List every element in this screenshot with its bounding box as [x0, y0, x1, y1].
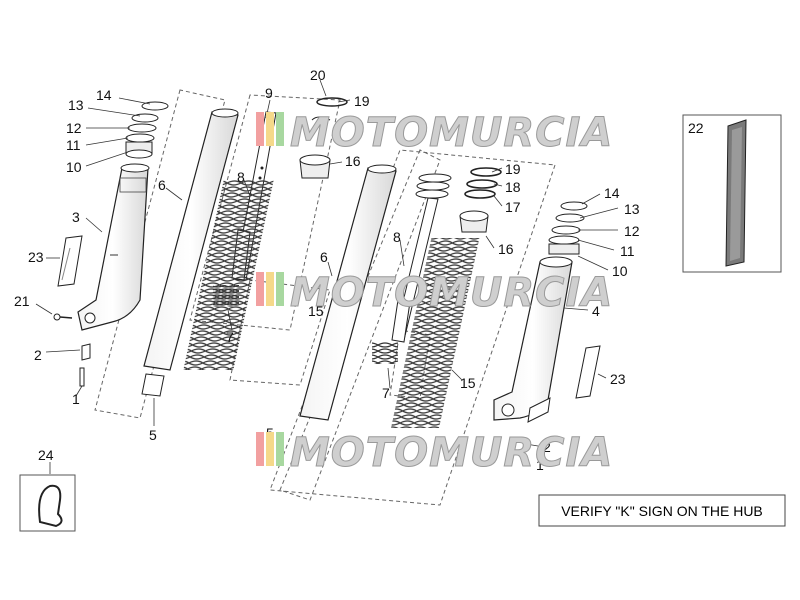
callout-8-center: 8 — [393, 229, 401, 245]
callout-9: 9 — [265, 85, 273, 101]
callout-16-right: 16 — [498, 241, 514, 257]
callout-17: 17 — [505, 199, 521, 215]
watermark-text-bottom: MOTOMURCIA — [290, 430, 613, 476]
callout-20: 20 — [310, 67, 326, 83]
verify-note-text: VERIFY "K" SIGN ON THE HUB — [561, 503, 763, 519]
watermark-text-middle: MOTOMURCIA — [290, 270, 613, 316]
callout-12-left: 12 — [66, 120, 82, 136]
callout-11-right: 11 — [620, 243, 635, 259]
watermark-group: MOTOMURCIA MOTOMURCIA MOTOMURCIA — [256, 110, 613, 477]
callout-5-left: 5 — [149, 427, 157, 443]
part-22-box: 22 — [682, 114, 782, 273]
callout-2-right: 2 — [543, 439, 551, 455]
callout-22: 22 — [688, 120, 704, 136]
right-spring-assembly — [391, 167, 502, 428]
callout-7-center: 7 — [382, 385, 390, 401]
callout-23-right: 23 — [610, 371, 626, 387]
callout-7-left: 7 — [226, 329, 234, 345]
callout-6-center: 6 — [320, 249, 328, 265]
watermark-logo-bottom: MOTOMURCIA — [256, 430, 613, 477]
watermark-text-top: MOTOMURCIA — [290, 110, 613, 156]
callout-21: 21 — [14, 293, 30, 309]
callout-24: 24 — [38, 447, 54, 463]
center-inner-tube — [299, 164, 397, 421]
leader-lines — [35, 79, 619, 474]
callout-1-right: 1 — [536, 457, 544, 473]
left-inner-tube — [141, 108, 239, 397]
callout-14-right: 14 — [604, 185, 620, 201]
left-spring-assembly — [183, 97, 348, 370]
part-24-box — [19, 474, 76, 532]
callout-14-left: 14 — [96, 87, 112, 103]
callout-numbers: 14 13 12 11 10 3 23 21 2 1 5 6 9 8 7 20 … — [14, 67, 640, 473]
callout-18: 18 — [505, 179, 521, 195]
callout-1-left: 1 — [72, 391, 80, 407]
callout-4: 4 — [592, 303, 600, 319]
right-guide-pad — [575, 345, 601, 399]
callout-6-left: 6 — [158, 177, 166, 193]
callout-23-left: 23 — [28, 249, 44, 265]
watermark-logo-middle: MOTOMURCIA — [256, 270, 613, 317]
callout-16-left: 16 — [345, 153, 361, 169]
center-short-spring — [372, 342, 398, 364]
callout-19-left: 19 — [354, 93, 370, 109]
right-seal-stack — [548, 201, 588, 255]
callout-11-left: 11 — [66, 137, 81, 153]
right-fork-dash-frame — [269, 149, 556, 506]
left-small-bolts — [53, 313, 91, 387]
callout-13-left: 13 — [68, 97, 84, 113]
callout-12-right: 12 — [624, 223, 640, 239]
callout-15-left: 15 — [308, 303, 324, 319]
left-seal-stack — [125, 101, 169, 159]
callout-8-left: 8 — [237, 169, 245, 185]
callout-13-right: 13 — [624, 201, 640, 217]
left-guide-pad — [57, 235, 83, 287]
watermark-logo-top: MOTOMURCIA — [256, 110, 613, 157]
left-main-spring — [183, 180, 274, 370]
center-damper-rod — [391, 173, 452, 343]
callout-2-left: 2 — [34, 347, 42, 363]
right-fork-leg — [493, 256, 573, 423]
right-main-spring — [391, 238, 480, 428]
left-fork-leg — [77, 163, 150, 331]
verify-note: VERIFY "K" SIGN ON THE HUB — [538, 494, 786, 527]
callout-10-right: 10 — [612, 263, 628, 279]
callout-15-right: 15 — [460, 375, 476, 391]
callout-10-left: 10 — [66, 159, 82, 175]
callout-3: 3 — [72, 209, 80, 225]
callout-19-right: 19 — [505, 161, 521, 177]
